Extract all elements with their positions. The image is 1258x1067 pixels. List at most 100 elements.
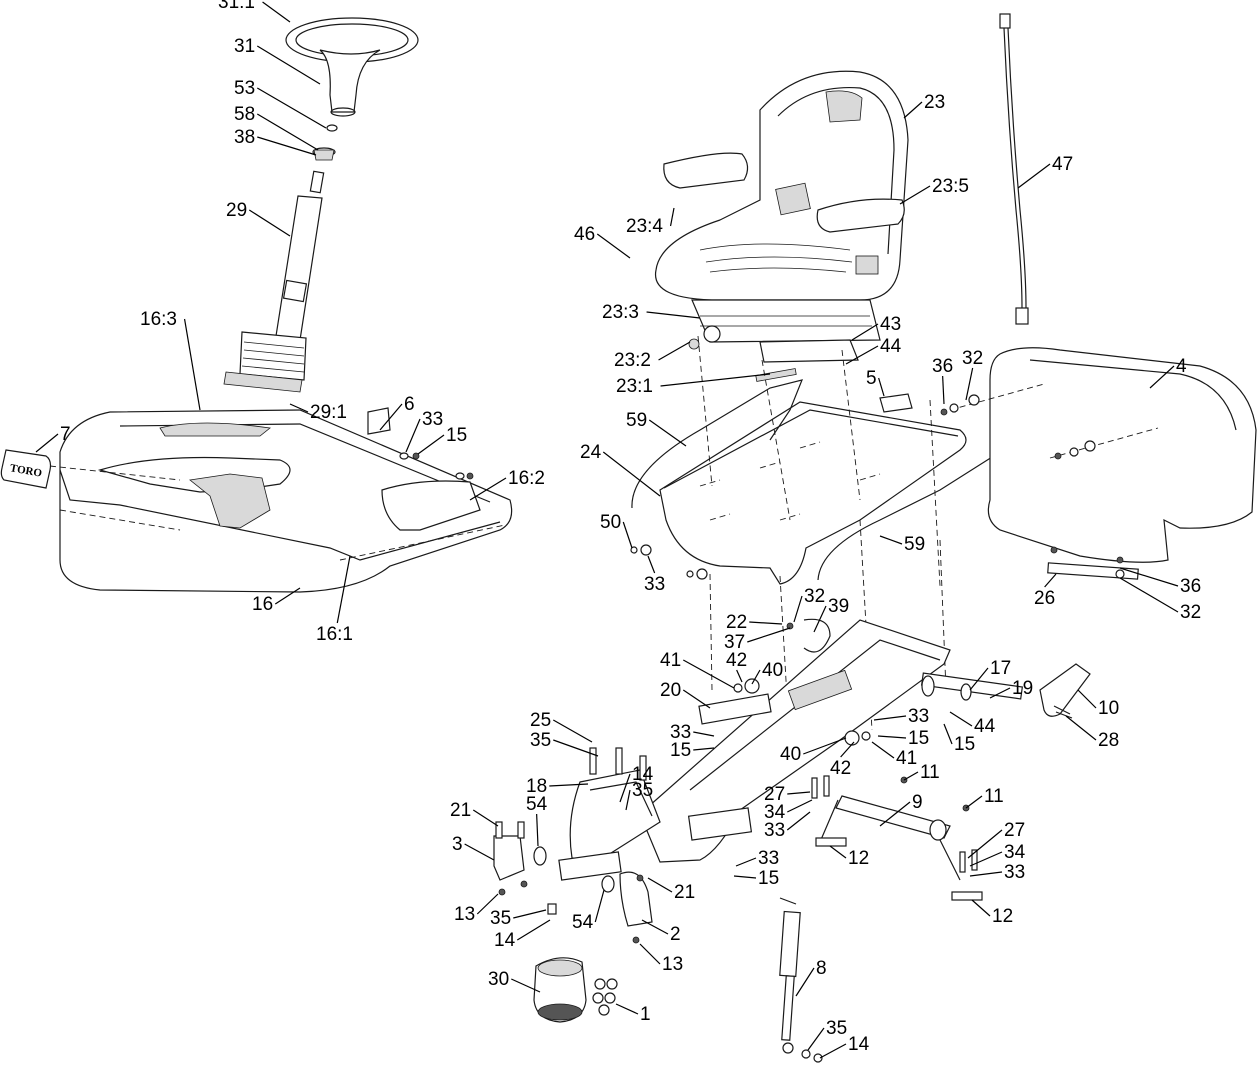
- steering-control-valve: [533, 957, 587, 1023]
- callout-c-5: 5: [866, 368, 877, 389]
- callout-c-21a: 21: [450, 800, 471, 821]
- callout-c-22: 22: [726, 612, 747, 633]
- leader-c-35a: [553, 739, 599, 757]
- leader-c-15a: [417, 434, 445, 455]
- callout-c-14b: 14: [494, 930, 516, 951]
- leader-c-16-2: [469, 477, 507, 501]
- callout-c-36a: 36: [932, 356, 953, 377]
- callout-c-4: 4: [1176, 356, 1187, 377]
- leader-c-32c: [793, 595, 803, 623]
- leader-c-2: [641, 919, 669, 935]
- callout-leaders: [35, 1, 1179, 1059]
- callout-c-33g: 33: [758, 848, 779, 869]
- callout-c-35d: 35: [826, 1018, 847, 1039]
- callout-c-41b: 41: [896, 748, 917, 769]
- leader-c-16: [274, 587, 301, 605]
- callout-c-27a: 27: [764, 784, 785, 805]
- leader-c-16-3: [183, 318, 201, 411]
- leader-c-33d: [693, 731, 715, 737]
- callout-c-34a: 34: [764, 802, 786, 823]
- callout-c-14c: 14: [848, 1034, 870, 1055]
- callout-c-15e: 15: [758, 868, 779, 889]
- callout-c-18: 18: [526, 776, 547, 797]
- callout-c-58: 58: [234, 104, 255, 125]
- leader-c-24: [602, 451, 661, 497]
- leader-c-33b: [647, 555, 656, 574]
- callout-c-35a: 35: [530, 730, 551, 751]
- callout-c-33c: 33: [908, 706, 929, 727]
- leader-c-41a: [682, 659, 735, 689]
- leader-c-3: [464, 843, 495, 861]
- callout-c-26: 26: [1034, 588, 1055, 609]
- leader-c-6: [379, 403, 403, 431]
- callout-c-8: 8: [816, 958, 827, 979]
- callout-c-17: 17: [990, 658, 1011, 679]
- leader-c-25: [552, 719, 593, 743]
- leader-c-32a: [965, 367, 974, 401]
- callout-c-35c: 35: [490, 908, 511, 929]
- wiring-harness: [999, 13, 1029, 325]
- callout-c-43: 43: [880, 314, 901, 335]
- leader-c-38: [257, 136, 317, 156]
- hydraulic-fittings: [592, 978, 618, 1016]
- leader-c-19: [989, 687, 1011, 699]
- leader-c-15d: [943, 723, 953, 745]
- leader-c-10: [1077, 689, 1097, 709]
- callout-c-11b: 11: [984, 786, 1004, 807]
- leader-c-18: [549, 783, 589, 787]
- leader-c-29-1: [289, 403, 309, 413]
- callout-c-29-1: 29:1: [310, 402, 347, 423]
- leader-c-21b: [647, 877, 673, 893]
- leader-c-46: [596, 233, 631, 259]
- washer-54b: [601, 875, 615, 893]
- leader-c-9: [879, 801, 911, 827]
- leader-c-37: [747, 627, 791, 643]
- callout-c-50: 50: [600, 512, 621, 533]
- leader-c-15c: [877, 735, 907, 739]
- steering-wheel: [285, 17, 419, 117]
- callout-c-39: 39: [828, 596, 849, 617]
- callout-c-46: 46: [574, 224, 595, 245]
- leader-c-26: [1044, 573, 1057, 588]
- leader-c-21a: [472, 809, 499, 827]
- pedal-shaft: [920, 663, 1091, 719]
- leader-c-34a: [787, 799, 813, 813]
- steering-bracket: [558, 747, 661, 881]
- leader-c-33a: [405, 418, 421, 453]
- toro-decal: TORO: [0, 449, 52, 489]
- leader-c-12b: [971, 899, 991, 917]
- callout-c-32a: 32: [962, 348, 983, 369]
- leader-c-27b: [967, 829, 1003, 859]
- callout-c-33f: 33: [1004, 862, 1025, 883]
- leader-c-31: [256, 45, 321, 85]
- callout-c-16-2: 16:2: [508, 468, 545, 489]
- callout-c-21b: 21: [674, 882, 695, 903]
- leader-c-33c: [873, 715, 907, 721]
- callout-c-14a: 14: [632, 764, 654, 785]
- callout-c-13a: 13: [454, 904, 475, 925]
- washer-54a: [533, 846, 547, 866]
- callout-c-15a: 15: [446, 425, 467, 446]
- callout-c-33a: 33: [422, 409, 443, 430]
- callout-c-53: 53: [234, 78, 255, 99]
- leader-c-23-5: [899, 185, 931, 205]
- callout-c-19: 19: [1012, 678, 1033, 699]
- leader-c-54a: [536, 813, 539, 847]
- leader-c-23-3: [646, 311, 701, 319]
- callout-c-59a: 59: [626, 410, 647, 431]
- callout-c-12b: 12: [992, 906, 1013, 927]
- callout-c-23-1: 23:1: [616, 376, 653, 397]
- rod-59-upper: [631, 379, 803, 509]
- leader-c-20: [682, 689, 711, 709]
- callout-c-40b: 40: [780, 744, 801, 765]
- leader-c-15e: [733, 875, 757, 879]
- leader-c-34b: [969, 851, 1003, 867]
- callout-c-47: 47: [1052, 154, 1073, 175]
- leader-c-35d: [807, 1027, 825, 1051]
- callout-c-31-1: 31:1: [218, 0, 255, 13]
- leader-c-30: [511, 978, 541, 993]
- leader-c-43: [851, 323, 879, 341]
- callout-c-6: 6: [404, 394, 415, 415]
- leader-c-40b: [803, 737, 847, 755]
